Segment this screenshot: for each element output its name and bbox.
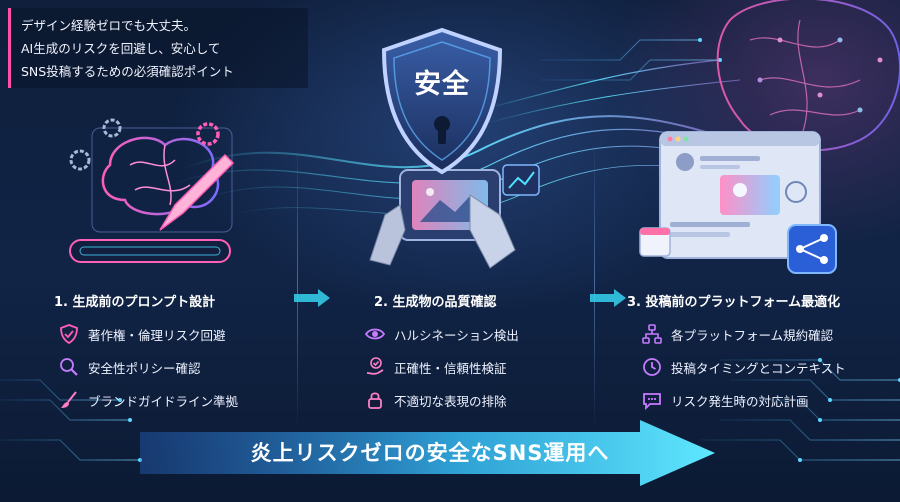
step-arrow-icon bbox=[590, 289, 626, 307]
shield-check-icon bbox=[60, 324, 78, 345]
item-label: 安全性ポリシー確認 bbox=[88, 360, 201, 376]
item-label: リスク発生時の対応計画 bbox=[671, 393, 809, 409]
hand-check-icon bbox=[366, 357, 384, 375]
security-shield-graphic bbox=[381, 27, 503, 175]
column-title-prompt-design: 1. 生成前のプロンプト設計 bbox=[54, 295, 216, 310]
item-label: 著作権・倫理リスク回避 bbox=[88, 327, 226, 343]
item-label: ブランドガイドライン準拠 bbox=[88, 393, 239, 409]
list-item: ハルシネーション検出 bbox=[364, 323, 519, 345]
column-divider-1 bbox=[297, 140, 298, 430]
step-arrow-icon bbox=[294, 289, 330, 307]
magnifier-icon bbox=[60, 358, 78, 376]
clock-icon bbox=[643, 358, 661, 376]
footer-banner-text: 炎上リスクゼロの安全なSNS運用へ bbox=[250, 441, 610, 465]
eye-icon bbox=[364, 328, 386, 340]
platform-optimization-illustration bbox=[639, 131, 837, 274]
list-item: 著作権・倫理リスク回避 bbox=[58, 323, 226, 345]
list-item: 不適切な表現の排除 bbox=[364, 389, 507, 411]
prompt-design-illustration bbox=[69, 118, 235, 263]
list-item: ブランドガイドライン準拠 bbox=[58, 389, 238, 411]
paintbrush-icon bbox=[61, 391, 77, 408]
column-title-quality-check: 2. 生成物の品質確認 bbox=[374, 295, 497, 310]
intro-line-3: SNS投稿するための必須確認ポイント bbox=[21, 64, 234, 79]
intro-line-2: AI生成のリスクを回避し、安心して bbox=[21, 41, 221, 56]
list-item: 安全性ポリシー確認 bbox=[58, 356, 201, 378]
lock-icon bbox=[368, 392, 382, 409]
item-label: 正確性・信頼性検証 bbox=[394, 360, 507, 376]
column-divider-2 bbox=[594, 140, 595, 430]
item-label: ハルシネーション検出 bbox=[394, 327, 519, 343]
quality-check-illustration bbox=[369, 164, 540, 269]
list-item: 正確性・信頼性検証 bbox=[364, 356, 507, 378]
list-item: リスク発生時の対応計画 bbox=[641, 389, 809, 411]
shield-label: 安全 bbox=[414, 69, 470, 100]
intro-line-1: デザイン経験ゼロでも大丈夫。 bbox=[21, 18, 197, 33]
speech-bubble-icon bbox=[643, 393, 661, 411]
list-item: 各プラットフォーム規約確認 bbox=[641, 323, 833, 345]
item-label: 投稿タイミングとコンテキスト bbox=[671, 360, 846, 376]
banner-arrow-graphic bbox=[140, 420, 715, 486]
item-label: 不適切な表現の排除 bbox=[394, 393, 507, 409]
intro-panel: デザイン経験ゼロでも大丈夫。 AI生成のリスクを回避し、安心して SNS投稿する… bbox=[8, 8, 308, 88]
circuit-lines-graphic bbox=[0, 39, 900, 461]
column-title-platform-optimization: 3. 投稿前のプラットフォーム最適化 bbox=[627, 295, 841, 310]
list-item: 投稿タイミングとコンテキスト bbox=[641, 356, 846, 378]
brain-network-graphic bbox=[716, 0, 900, 152]
item-label: 各プラットフォーム規約確認 bbox=[671, 327, 834, 343]
sitemap-icon bbox=[642, 324, 662, 344]
